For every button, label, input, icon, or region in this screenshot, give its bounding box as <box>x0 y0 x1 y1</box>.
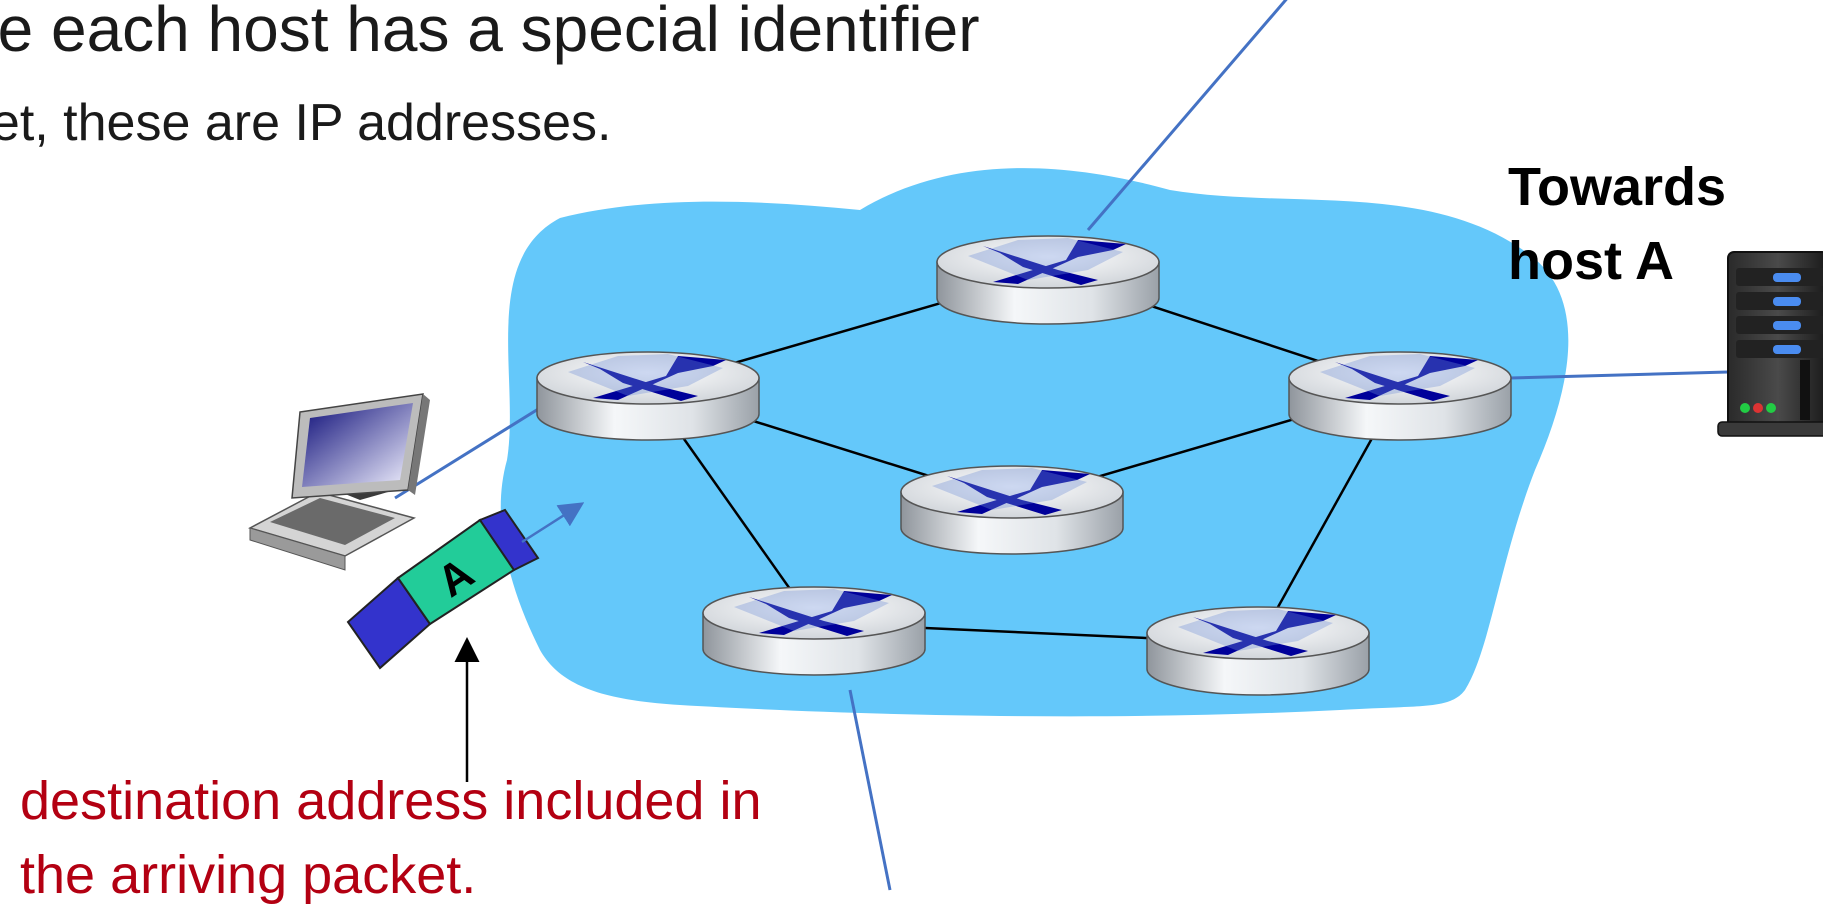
link-server <box>1509 370 1729 380</box>
towards-host-label-line2: host A <box>1508 231 1674 291</box>
network-cloud <box>500 168 1569 717</box>
router-icon <box>900 465 1124 555</box>
desktop-computer-icon <box>248 393 430 571</box>
packet-icon: A <box>346 508 540 670</box>
router-icon <box>702 586 926 676</box>
annotation-note-line1: destination address included in <box>20 771 762 831</box>
router-icon <box>536 351 760 441</box>
router-icon <box>1288 351 1512 441</box>
slide-subline: net, these are IP addresses. <box>0 94 612 152</box>
annotation-note-line2: the arriving packet. <box>20 845 477 905</box>
router-icon <box>936 235 1160 325</box>
towards-host-label-line1: Towards <box>1508 157 1727 217</box>
link-computer <box>394 396 557 500</box>
slide-headline: ne each host has a special identifier <box>0 0 980 65</box>
link-top-external <box>1086 0 1288 231</box>
server-tower-icon <box>1717 251 1823 437</box>
router-icon <box>1146 606 1370 696</box>
packet-direction-arrow <box>521 502 585 544</box>
link-bottom-external <box>848 689 892 891</box>
